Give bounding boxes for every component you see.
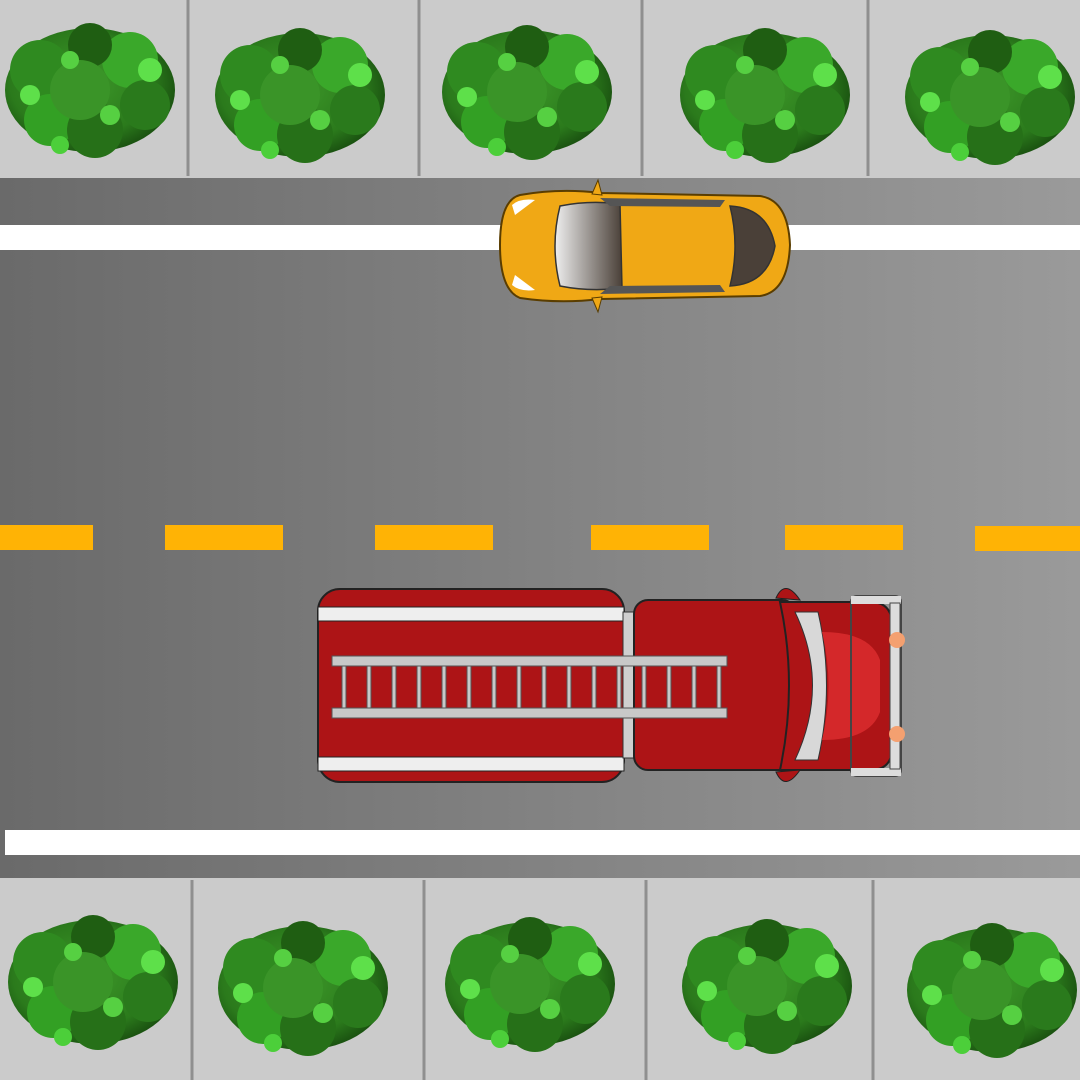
ladder-rung xyxy=(416,665,422,709)
headlight-icon xyxy=(889,726,905,742)
truck-cab xyxy=(633,599,797,771)
bottom-white-lane-line xyxy=(5,830,1080,855)
ladder-rung xyxy=(691,665,697,709)
ladder-rung xyxy=(391,665,397,709)
ladder-rung xyxy=(541,665,547,709)
headlight-icon xyxy=(889,632,905,648)
yellow-car xyxy=(498,178,792,314)
ladder-rung xyxy=(616,665,622,709)
ladder-rung xyxy=(566,665,572,709)
ladder-rung xyxy=(341,665,347,709)
ladder-rung xyxy=(666,665,672,709)
yellow-center-dashes xyxy=(0,525,1080,551)
ladder-rung xyxy=(491,665,497,709)
bottom-sidewalk-joints xyxy=(190,880,875,1080)
ladder-rung xyxy=(516,665,522,709)
ladder xyxy=(331,655,728,719)
ladder-rung xyxy=(591,665,597,709)
fire-truck xyxy=(317,588,905,783)
ladder-rung xyxy=(716,665,722,709)
ladder-rung xyxy=(366,665,372,709)
ladder-rung xyxy=(641,665,647,709)
top-sidewalk-joints xyxy=(186,0,870,176)
ladder-rung xyxy=(466,665,472,709)
ladder-rung xyxy=(441,665,447,709)
